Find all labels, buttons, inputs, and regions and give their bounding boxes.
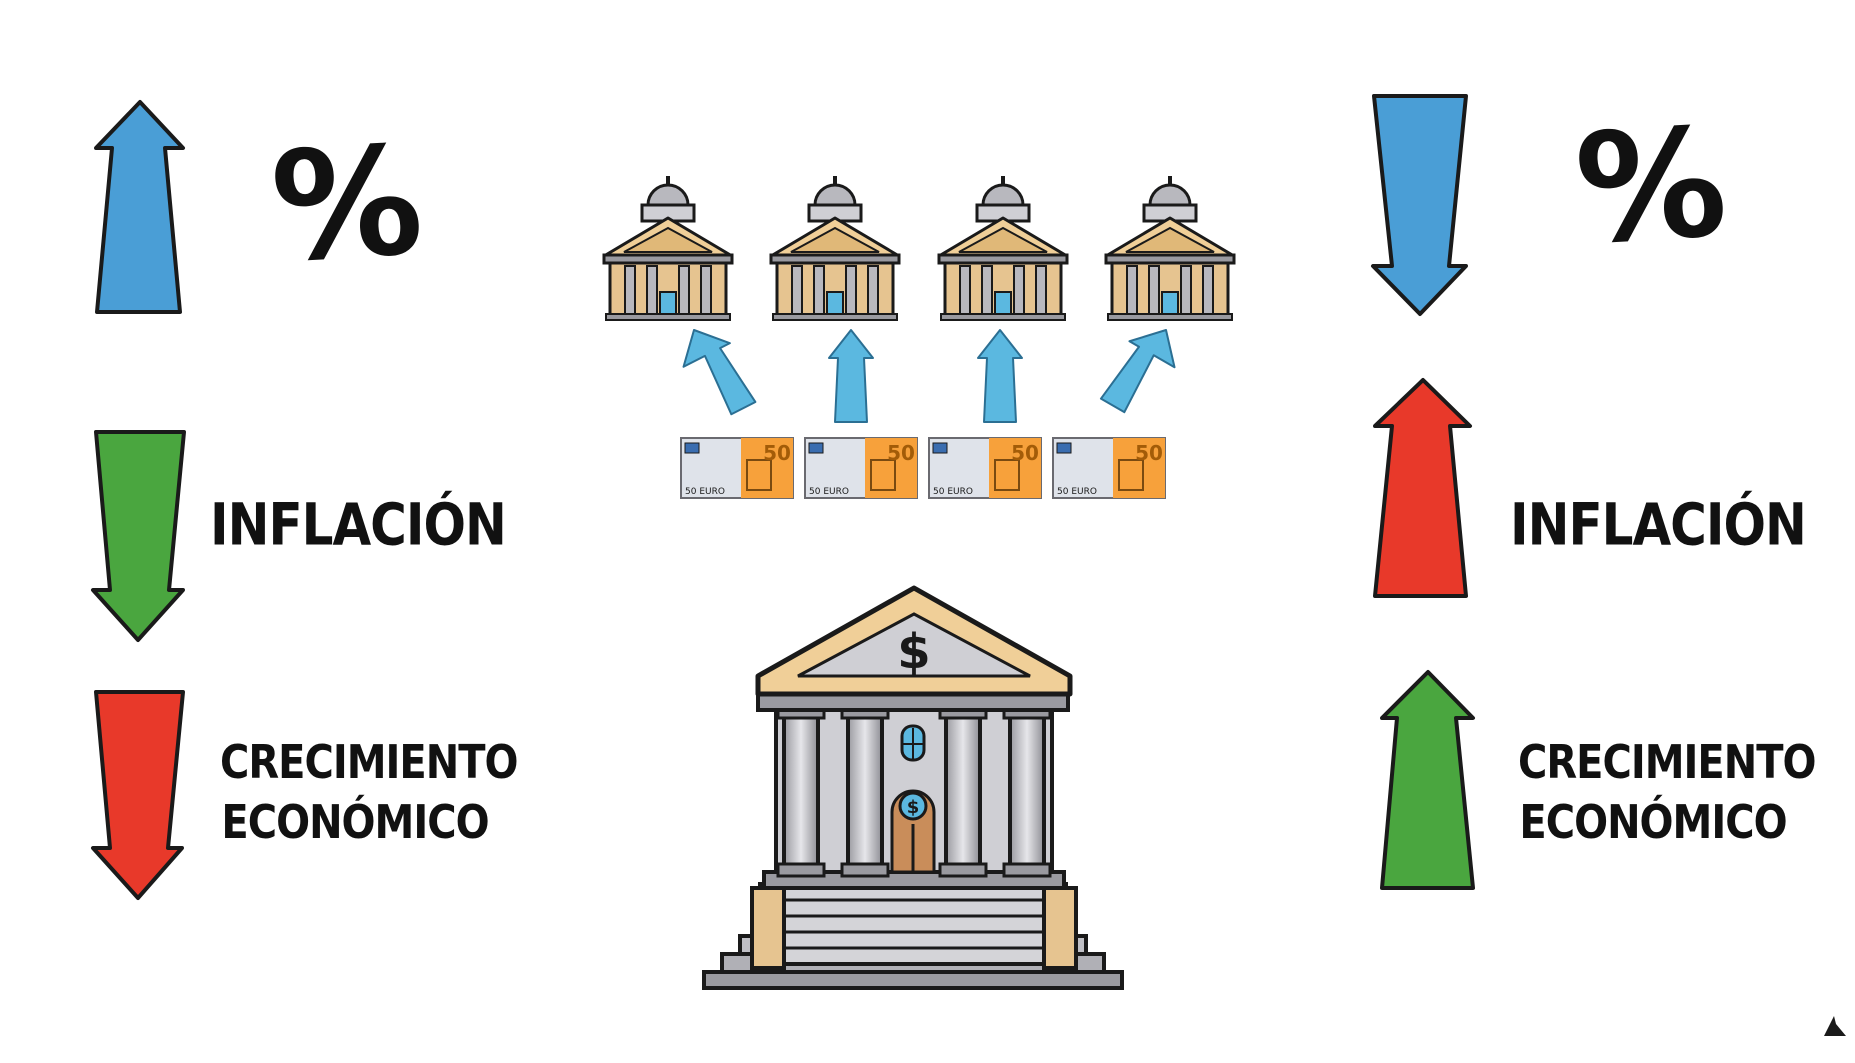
- left-growth-label-line2: ECONÓMICO: [221, 796, 489, 850]
- flow-arrow-1: [682, 329, 757, 416]
- right-percent-symbol: %: [1571, 96, 1731, 278]
- banknote-1: 50 50 EURO: [680, 437, 794, 499]
- left-percent-symbol: %: [267, 114, 427, 296]
- left-percent-up-arrow: [94, 100, 185, 314]
- central-bank-base: [702, 970, 1124, 990]
- central-bank-building: $ $: [702, 585, 1124, 990]
- left-growth-label-line1: CRECIMIENTO: [220, 736, 519, 790]
- commercial-banks-row: [602, 176, 1236, 321]
- banknote-value: 50: [887, 441, 915, 465]
- banknote-3: 50 50 EURO: [928, 437, 1042, 499]
- right-growth-up-arrow: [1380, 670, 1475, 890]
- banknote-caption: 50 EURO: [1057, 487, 1097, 497]
- banknote-value: 50: [1135, 441, 1163, 465]
- right-inflation-label: INFLACIÓN: [1510, 491, 1807, 559]
- right-growth-label-line1: CRECIMIENTO: [1518, 736, 1817, 790]
- channel-logo-icon: [1824, 1016, 1846, 1036]
- commercial-bank-2: [769, 176, 901, 321]
- banknote-value: 50: [1011, 441, 1039, 465]
- banknote-caption: 50 EURO: [809, 487, 849, 497]
- banknote-4: 50 50 EURO: [1052, 437, 1166, 499]
- flow-arrow-3: [977, 329, 1023, 423]
- money-flow-arrows: [682, 329, 1176, 423]
- banknote-2: 50 50 EURO: [804, 437, 918, 499]
- left-inflation-down-arrow: [91, 430, 186, 642]
- commercial-bank-3: [937, 176, 1069, 321]
- commercial-bank-1: [602, 176, 734, 321]
- flow-arrow-2: [828, 329, 874, 423]
- left-inflation-label: INFLACIÓN: [210, 491, 507, 559]
- right-growth-label-line2: ECONÓMICO: [1519, 796, 1787, 850]
- central-bank-dollar-symbol: $: [897, 624, 930, 680]
- banknotes-row: 50 50 EURO 50 50 EURO 50 50 EURO 50 50 EURO: [680, 437, 1166, 499]
- banknote-caption: 50 EURO: [685, 487, 725, 497]
- left-growth-down-arrow: [91, 690, 185, 900]
- flow-arrow-4: [1099, 329, 1176, 414]
- banknote-caption: 50 EURO: [933, 487, 973, 497]
- banknote-value: 50: [763, 441, 791, 465]
- right-percent-down-arrow: [1371, 94, 1468, 316]
- central-bank-door-symbol: $: [907, 797, 920, 818]
- right-inflation-up-arrow: [1373, 378, 1472, 598]
- commercial-bank-4: [1104, 176, 1236, 321]
